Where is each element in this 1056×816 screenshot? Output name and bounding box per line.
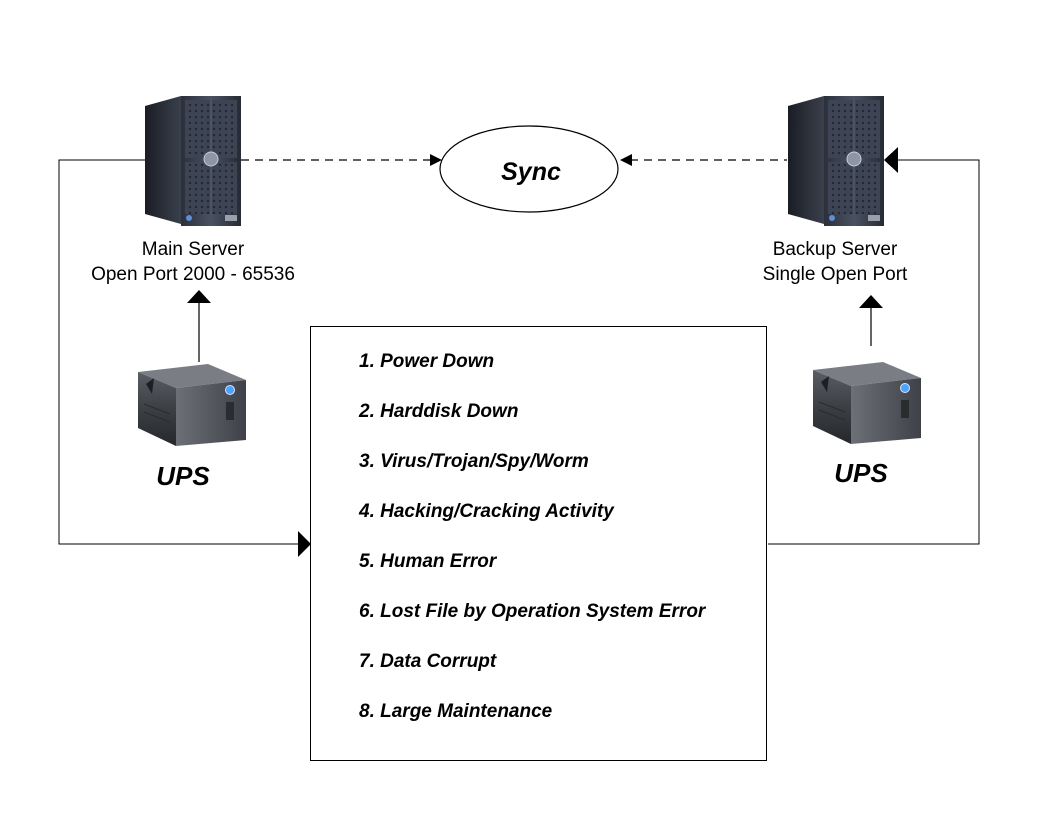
risk-item: 3. Virus/Trojan/Spy/Worm xyxy=(359,451,589,472)
backup-server-feed-line xyxy=(768,159,980,545)
sync-arrowhead-right xyxy=(620,154,632,166)
ups-device-icon xyxy=(138,364,246,446)
risk-item: 4. Hacking/Cracking Activity xyxy=(359,501,614,522)
backup-server-port-info: Single Open Port xyxy=(762,264,908,285)
risk-list-box: 1. Power Down 2. Harddisk Down 3. Virus/… xyxy=(310,326,767,761)
risk-item: 8. Large Maintenance xyxy=(359,701,553,722)
server-tower-icon xyxy=(145,96,241,226)
risk-item: 5. Human Error xyxy=(359,551,497,572)
risk-item: 1. Power Down xyxy=(359,351,495,372)
main-server-title: Main Server xyxy=(141,239,245,260)
main-server-feed-line xyxy=(58,159,298,545)
ups-label-left: UPS xyxy=(156,461,210,491)
sync-arrowhead-left xyxy=(430,154,442,166)
risk-item: 6. Lost File by Operation System Error xyxy=(359,601,706,622)
ups-to-backup-server-arrowhead xyxy=(859,295,883,308)
arrowhead-into-backup-server xyxy=(884,147,898,173)
risk-item: 7. Data Corrupt xyxy=(359,651,497,672)
ups-device-icon xyxy=(813,362,921,444)
sync-label: Sync xyxy=(501,158,561,186)
sync-ellipse xyxy=(439,125,619,213)
ups-to-main-server-arrowhead xyxy=(187,290,211,303)
server-tower-icon xyxy=(788,96,884,226)
risk-item: 2. Harddisk Down xyxy=(359,401,519,422)
backup-server-title: Backup Server xyxy=(772,239,898,260)
main-server-port-info: Open Port 2000 - 65536 xyxy=(91,264,295,285)
arrowhead-into-risk-box xyxy=(298,531,311,557)
ups-label-right: UPS xyxy=(834,458,888,488)
